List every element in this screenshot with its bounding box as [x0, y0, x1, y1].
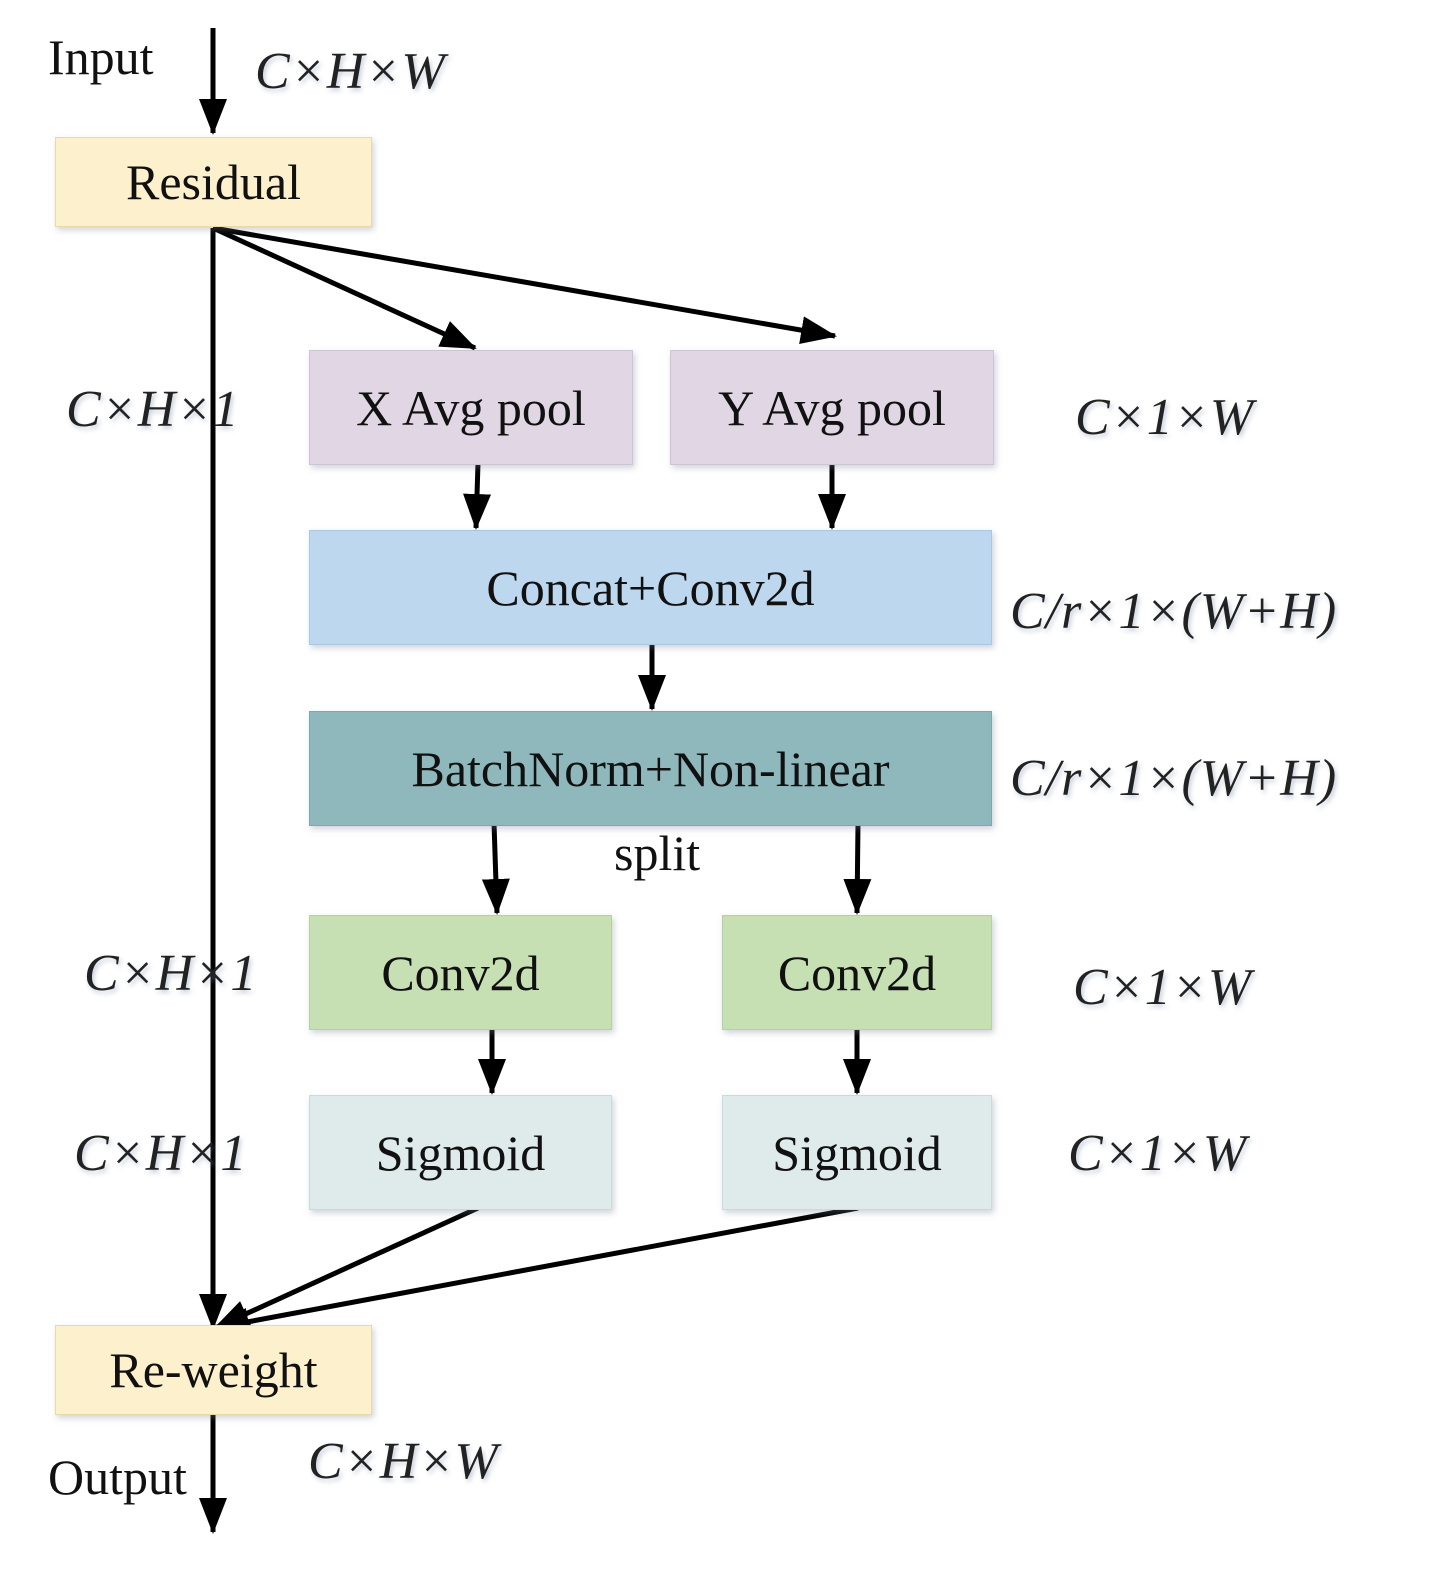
sigmoid-right-block: Sigmoid	[722, 1095, 992, 1210]
arrow-sigmoidright-reweight	[213, 1205, 859, 1336]
output-label: Output	[48, 1449, 187, 1505]
arrow-xpool-concat	[463, 462, 492, 530]
x-avg-pool-block: X Avg pool	[309, 350, 633, 465]
batchnorm-block: BatchNorm+Non-linear	[309, 711, 992, 826]
dim-conv-right: C×1×W	[1073, 959, 1253, 1016]
input-label: Input	[48, 29, 154, 85]
residual-block: Residual	[55, 137, 372, 227]
arrow-residual-ypool	[212, 225, 837, 344]
arrow-batchnorm-convleft	[481, 822, 510, 915]
concat-conv-block: Concat+Conv2d	[309, 530, 992, 645]
dim-conv-left: C×H×1	[84, 945, 258, 1002]
arrow-batchnorm-convright	[843, 822, 872, 915]
dim-concat: C/r×1×(W+H)	[1010, 583, 1338, 640]
dim-batchnorm: C/r×1×(W+H)	[1010, 750, 1338, 807]
dim-sigmoid-left: C×H×1	[74, 1125, 248, 1182]
arrow-residual-xpool	[211, 225, 477, 351]
dim-sigmoid-right: C×1×W	[1068, 1125, 1248, 1182]
dim-x-pool: C×H×1	[66, 381, 240, 438]
sigmoid-left-block: Sigmoid	[309, 1095, 612, 1210]
dim-input: C×H×W	[255, 43, 446, 100]
arrow-sigmoidleft-reweight	[213, 1205, 480, 1331]
dim-output: C×H×W	[308, 1433, 499, 1490]
reweight-block: Re-weight	[55, 1325, 372, 1415]
dim-y-pool: C×1×W	[1075, 389, 1255, 446]
conv-right-block: Conv2d	[722, 915, 992, 1030]
split-label: split	[614, 825, 701, 881]
y-avg-pool-block: Y Avg pool	[670, 350, 994, 465]
conv-left-block: Conv2d	[309, 915, 612, 1030]
